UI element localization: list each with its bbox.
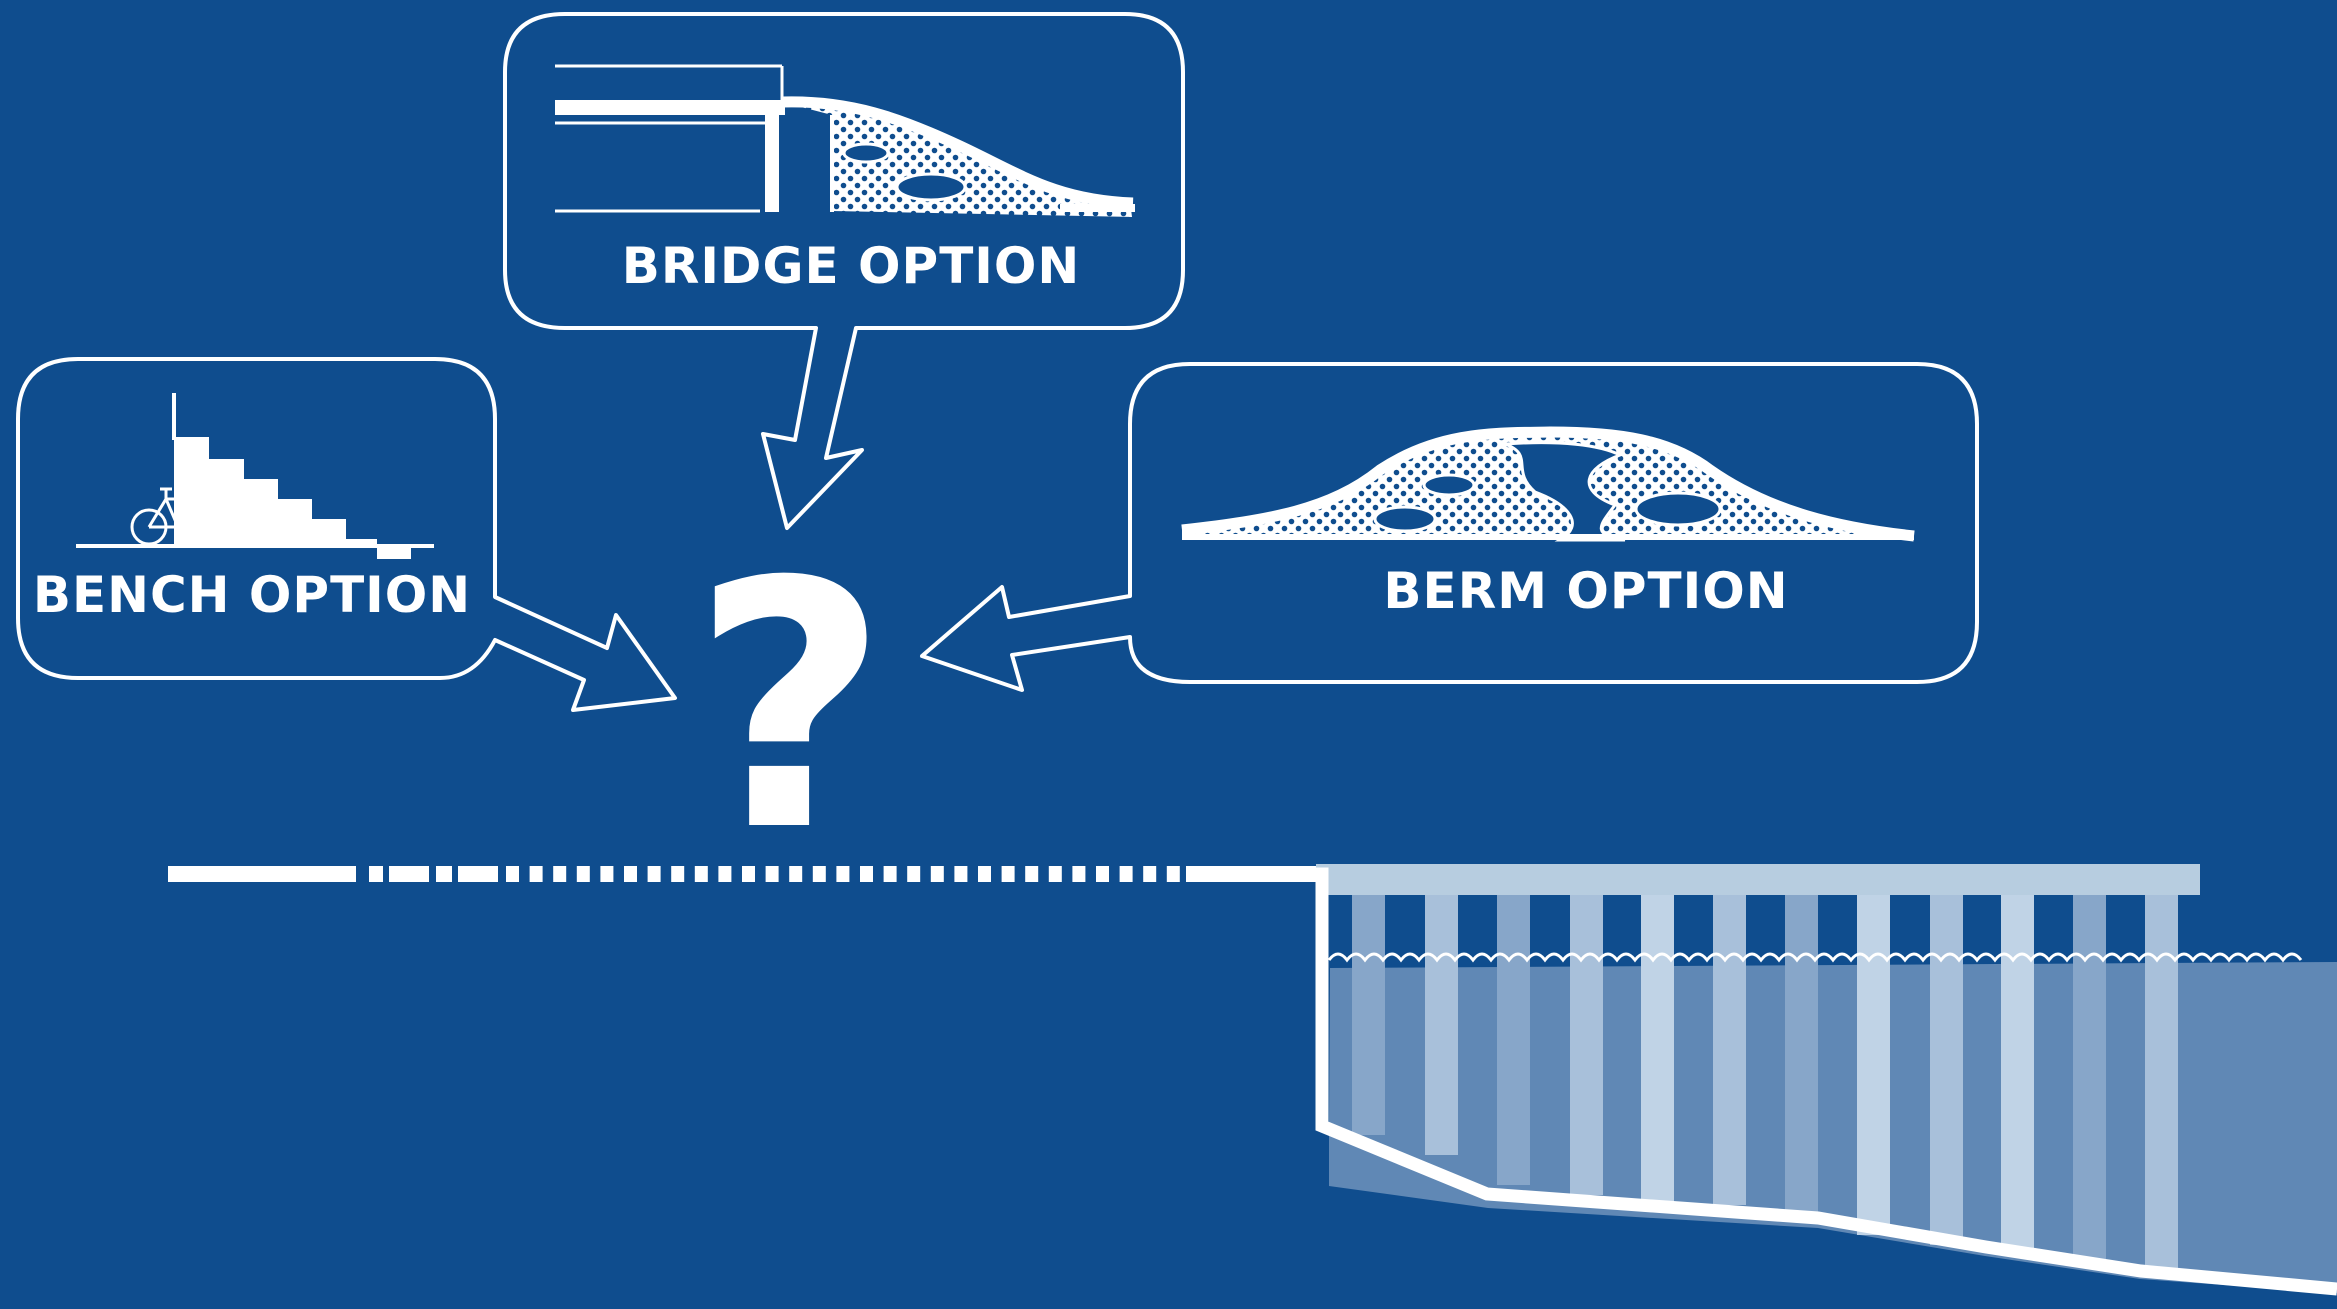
pier-deck [1316,864,2200,895]
ground-line-right [1186,866,1316,882]
ground-dash [1119,866,1133,882]
ground-dash [1096,866,1109,882]
shoreline-section [168,864,2337,1296]
ground-dash [907,866,921,882]
ground-dash [1072,866,1086,882]
ground-dash [742,866,755,882]
bridge-callout-bubble [503,12,1185,530]
ground-dash [836,866,850,882]
ground-dash [1001,866,1015,882]
berm-option-label: BERM OPTION [1383,562,1788,620]
ground-dash [1048,866,1062,882]
ground-dash [1166,866,1180,882]
ground-dash [576,866,590,882]
bicycle-icon [130,484,230,546]
berm-illustration [1181,426,1915,542]
ground-dash [600,866,614,882]
water-body [1329,962,2337,1293]
bench-illustration [76,393,434,559]
ground-dash [883,866,897,882]
water-surface [1327,952,2303,963]
ground-line-dashed [369,866,1180,882]
ground-dash [553,866,567,882]
ground-dash [860,866,873,882]
ground-dash [930,866,944,882]
ground-dash [671,866,685,882]
ground-dash [694,866,708,882]
ground-dash [506,866,519,882]
ground-dash [624,866,637,882]
ground-dash [529,866,543,882]
bench-option-label: BENCH OPTION [33,566,471,624]
question-mark: ? [691,510,888,906]
ground-dash [436,866,452,882]
ground-dash [369,866,383,882]
berm-option-callout: BERM OPTION [920,362,1979,692]
ground-dash [978,866,991,882]
bulkhead-and-seabed [1315,867,2337,1296]
ground-dash [765,866,779,882]
ground-dash [789,866,803,882]
bridge-illustration [555,64,1135,217]
bridge-option-callout: BRIDGE OPTION [503,12,1185,530]
berm-callout-bubble [920,362,1979,692]
ground-dash [718,866,732,882]
bridge-option-label: BRIDGE OPTION [622,237,1081,295]
ground-dash [1143,866,1157,882]
ground-dash [647,866,661,882]
bench-option-callout: BENCH OPTION [16,357,677,712]
bench-callout-bubble [16,357,677,712]
ground-line-left [168,866,356,882]
ground-dash [1025,866,1039,882]
ground-dash [458,866,498,882]
ground-dash [954,866,968,882]
ground-dash [812,866,826,882]
ground-dash [389,866,429,882]
